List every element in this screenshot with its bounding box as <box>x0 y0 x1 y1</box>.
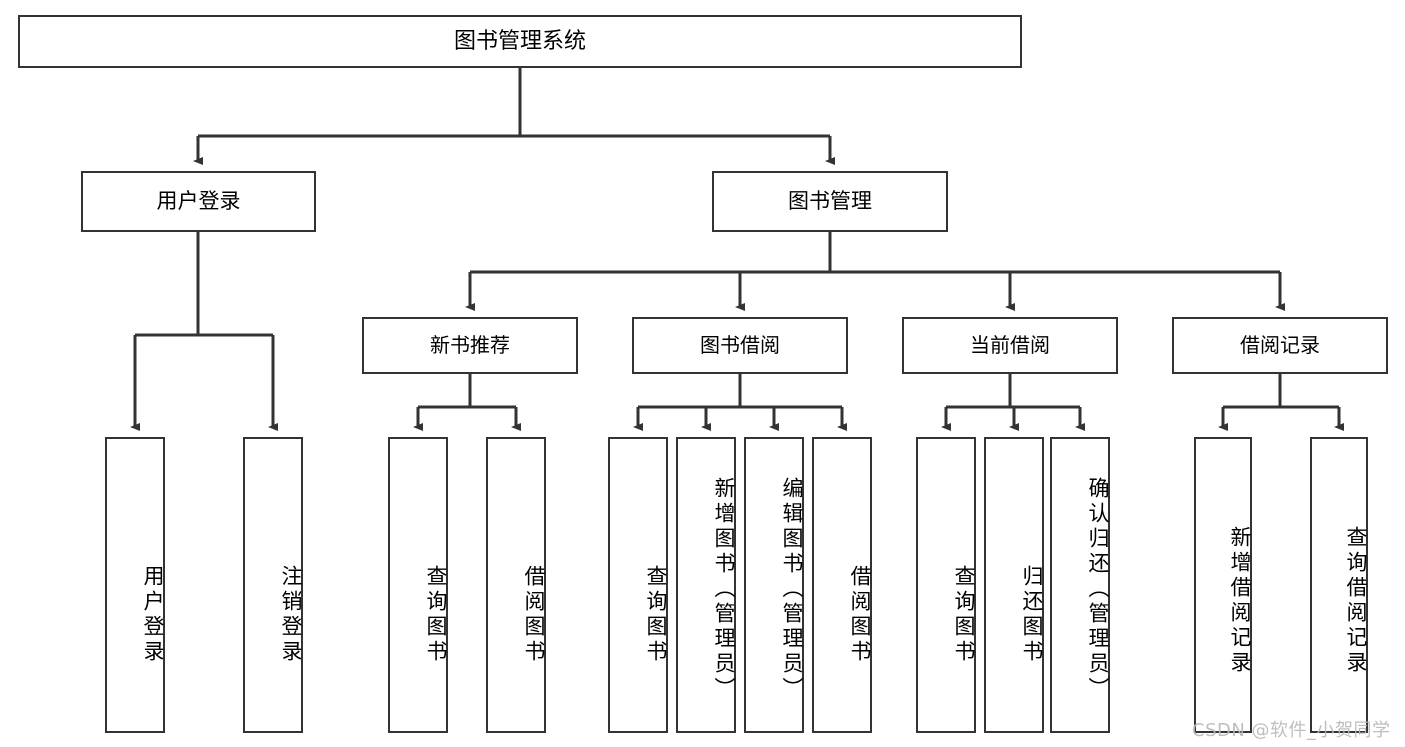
node-user-login[interactable]: 用户登录 <box>81 171 316 232</box>
node-new-book-recommend-label: 新书推荐 <box>430 332 510 357</box>
node-leaf-edit-book-admin-label: 编辑图书（管理员） <box>780 476 804 702</box>
node-leaf-return-book[interactable]: 归还图书 <box>984 437 1044 733</box>
node-book-borrow-label: 图书借阅 <box>700 332 780 357</box>
node-leaf-confirm-return-admin-label: 确认归还（管理员） <box>1086 476 1110 702</box>
node-new-book-recommend[interactable]: 新书推荐 <box>362 317 578 374</box>
node-user-login-label: 用户登录 <box>156 189 241 214</box>
node-borrow-record-label: 借阅记录 <box>1240 332 1320 357</box>
node-leaf-query-book-2-label: 查询图书 <box>644 565 668 665</box>
node-leaf-query-book-1[interactable]: 查询图书 <box>388 437 448 733</box>
csdn-watermark: CSDN @软件_小贺同学 <box>1192 720 1391 741</box>
node-leaf-return-book-label: 归还图书 <box>1020 565 1044 665</box>
node-leaf-query-book-2[interactable]: 查询图书 <box>608 437 668 733</box>
node-current-borrow-label: 当前借阅 <box>970 332 1050 357</box>
node-leaf-logout-login[interactable]: 注销登录 <box>243 437 303 733</box>
node-leaf-query-borrow-record-label: 查询借阅记录 <box>1344 526 1368 676</box>
node-leaf-logout-login-label: 注销登录 <box>279 565 303 665</box>
node-leaf-query-book-3-label: 查询图书 <box>952 565 976 665</box>
node-book-manage[interactable]: 图书管理 <box>712 171 948 232</box>
node-book-borrow[interactable]: 图书借阅 <box>632 317 848 374</box>
node-leaf-add-book-admin[interactable]: 新增图书（管理员） <box>676 437 736 733</box>
node-leaf-add-borrow-record[interactable]: 新增借阅记录 <box>1194 437 1252 733</box>
node-leaf-query-borrow-record[interactable]: 查询借阅记录 <box>1310 437 1368 733</box>
node-leaf-add-borrow-record-label: 新增借阅记录 <box>1228 526 1252 676</box>
edge-bookmanage-to-level3 <box>465 232 1285 311</box>
node-leaf-borrow-book-2-label: 借阅图书 <box>848 565 872 665</box>
node-leaf-user-login-label: 用户登录 <box>141 565 165 665</box>
edge-userlogin-to-leaves <box>130 232 278 431</box>
node-leaf-add-book-admin-label: 新增图书（管理员） <box>712 476 736 702</box>
edge-newbook-to-leaves <box>413 374 521 431</box>
node-leaf-edit-book-admin[interactable]: 编辑图书（管理员） <box>744 437 804 733</box>
node-current-borrow[interactable]: 当前借阅 <box>902 317 1118 374</box>
edge-root-to-level2 <box>193 68 835 165</box>
edge-currentborrow-to-leaves <box>941 374 1085 431</box>
node-leaf-confirm-return-admin[interactable]: 确认归还（管理员） <box>1050 437 1110 733</box>
node-book-manage-label: 图书管理 <box>788 189 872 214</box>
edge-borrowrecord-to-leaves <box>1218 374 1344 431</box>
edge-bookborrow-to-leaves <box>633 374 847 431</box>
node-leaf-borrow-book-1-label: 借阅图书 <box>522 565 546 665</box>
node-leaf-query-book-3[interactable]: 查询图书 <box>916 437 976 733</box>
node-leaf-user-login[interactable]: 用户登录 <box>105 437 165 733</box>
node-leaf-borrow-book-2[interactable]: 借阅图书 <box>812 437 872 733</box>
node-borrow-record[interactable]: 借阅记录 <box>1172 317 1388 374</box>
node-leaf-query-book-1-label: 查询图书 <box>424 565 448 665</box>
node-leaf-borrow-book-1[interactable]: 借阅图书 <box>486 437 546 733</box>
node-root-label: 图书管理系统 <box>453 28 586 54</box>
node-root[interactable]: 图书管理系统 <box>18 15 1022 68</box>
